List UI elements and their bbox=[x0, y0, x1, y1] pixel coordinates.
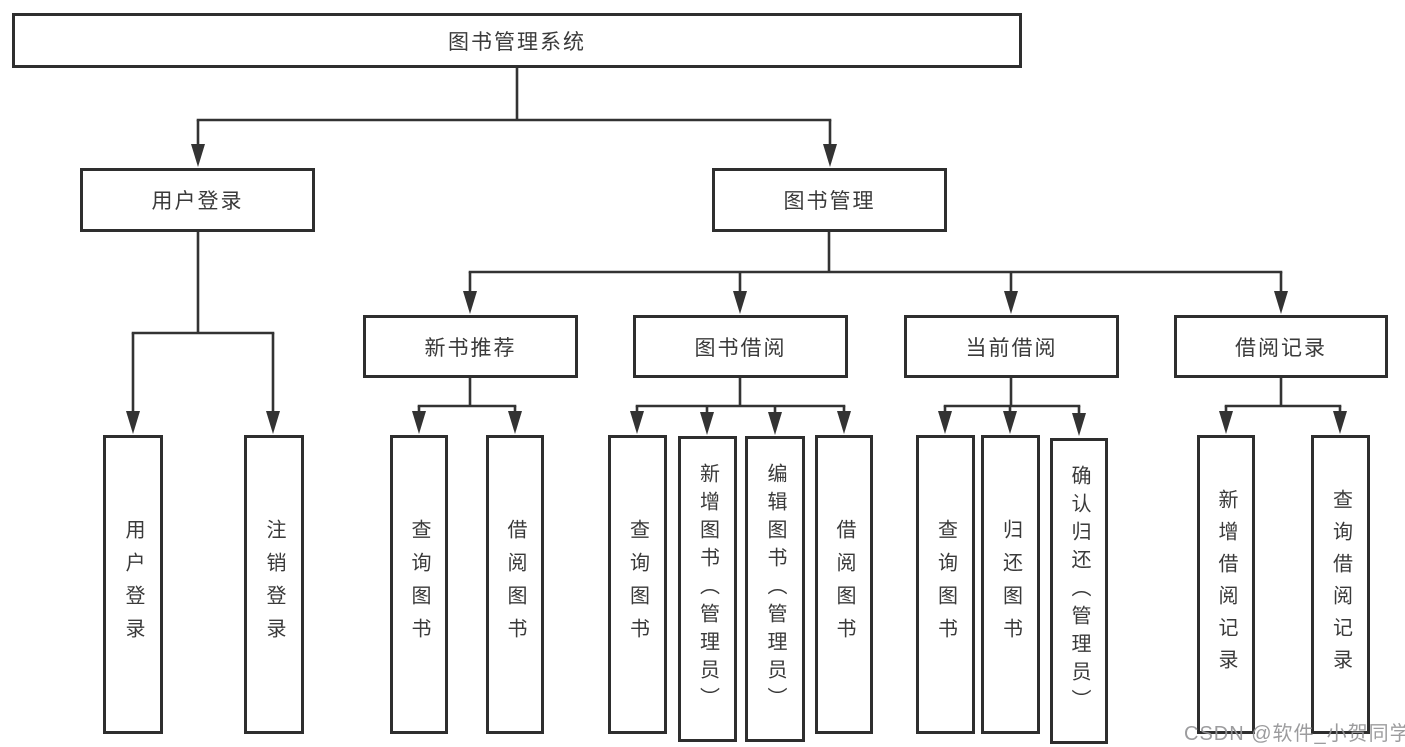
leaf-user-login: 用户登录 bbox=[103, 435, 163, 734]
node-label: 用户登录 bbox=[122, 518, 144, 651]
node-borrow-records: 借阅记录 bbox=[1174, 315, 1388, 378]
node-label: 借阅图书 bbox=[833, 518, 855, 651]
leaf-query-borrow-record: 查询借阅记录 bbox=[1311, 435, 1370, 734]
leaf-edit-books-admin: 编辑图书（管理员） bbox=[745, 436, 805, 742]
node-library-system: 图书管理系统 bbox=[12, 13, 1022, 68]
leaf-add-borrow-record: 新增借阅记录 bbox=[1197, 435, 1255, 734]
node-label: 当前借阅 bbox=[965, 336, 1058, 360]
leaf-query-books-recommend: 查询图书 bbox=[390, 435, 448, 734]
node-label: 确认归还（管理员） bbox=[1068, 465, 1090, 717]
leaf-borrow-books-recommend: 借阅图书 bbox=[486, 435, 544, 734]
arrowheads bbox=[126, 144, 1347, 436]
node-label: 查询图书 bbox=[408, 518, 430, 651]
node-label: 归还图书 bbox=[999, 518, 1022, 651]
node-label: 借阅图书 bbox=[504, 518, 526, 651]
leaf-return-books: 归还图书 bbox=[981, 435, 1040, 734]
node-label: 借阅记录 bbox=[1235, 336, 1327, 360]
node-label: 新书推荐 bbox=[424, 336, 517, 360]
node-new-book-recommend: 新书推荐 bbox=[363, 315, 578, 378]
node-label: 新增图书（管理员） bbox=[696, 463, 719, 715]
watermark: CSDN @软件_小贺同学 bbox=[1184, 723, 1405, 745]
node-label: 图书借阅 bbox=[694, 336, 787, 360]
leaf-add-books-admin: 新增图书（管理员） bbox=[678, 436, 737, 742]
node-label: 查询借阅记录 bbox=[1329, 488, 1352, 681]
leaf-borrow-books: 借阅图书 bbox=[815, 435, 873, 734]
node-book-borrow: 图书借阅 bbox=[633, 315, 848, 378]
leaf-logout: 注销登录 bbox=[244, 435, 304, 734]
leaf-query-books-borrow: 查询图书 bbox=[608, 435, 667, 734]
node-label: 查询图书 bbox=[626, 518, 649, 651]
node-label: 查询图书 bbox=[934, 518, 957, 651]
node-label: 用户登录 bbox=[151, 190, 244, 213]
node-label: 新增借阅记录 bbox=[1215, 488, 1237, 681]
node-label: 图书管理系统 bbox=[448, 30, 586, 54]
node-user-login: 用户登录 bbox=[80, 168, 315, 232]
node-current-borrow: 当前借阅 bbox=[904, 315, 1119, 378]
node-label: 图书管理 bbox=[783, 190, 876, 213]
node-book-management: 图书管理 bbox=[712, 168, 947, 232]
leaf-query-books-current: 查询图书 bbox=[916, 435, 975, 734]
node-label: 注销登录 bbox=[263, 518, 285, 651]
leaf-confirm-return-admin: 确认归还（管理员） bbox=[1050, 438, 1108, 744]
node-label: 编辑图书（管理员） bbox=[764, 463, 786, 715]
